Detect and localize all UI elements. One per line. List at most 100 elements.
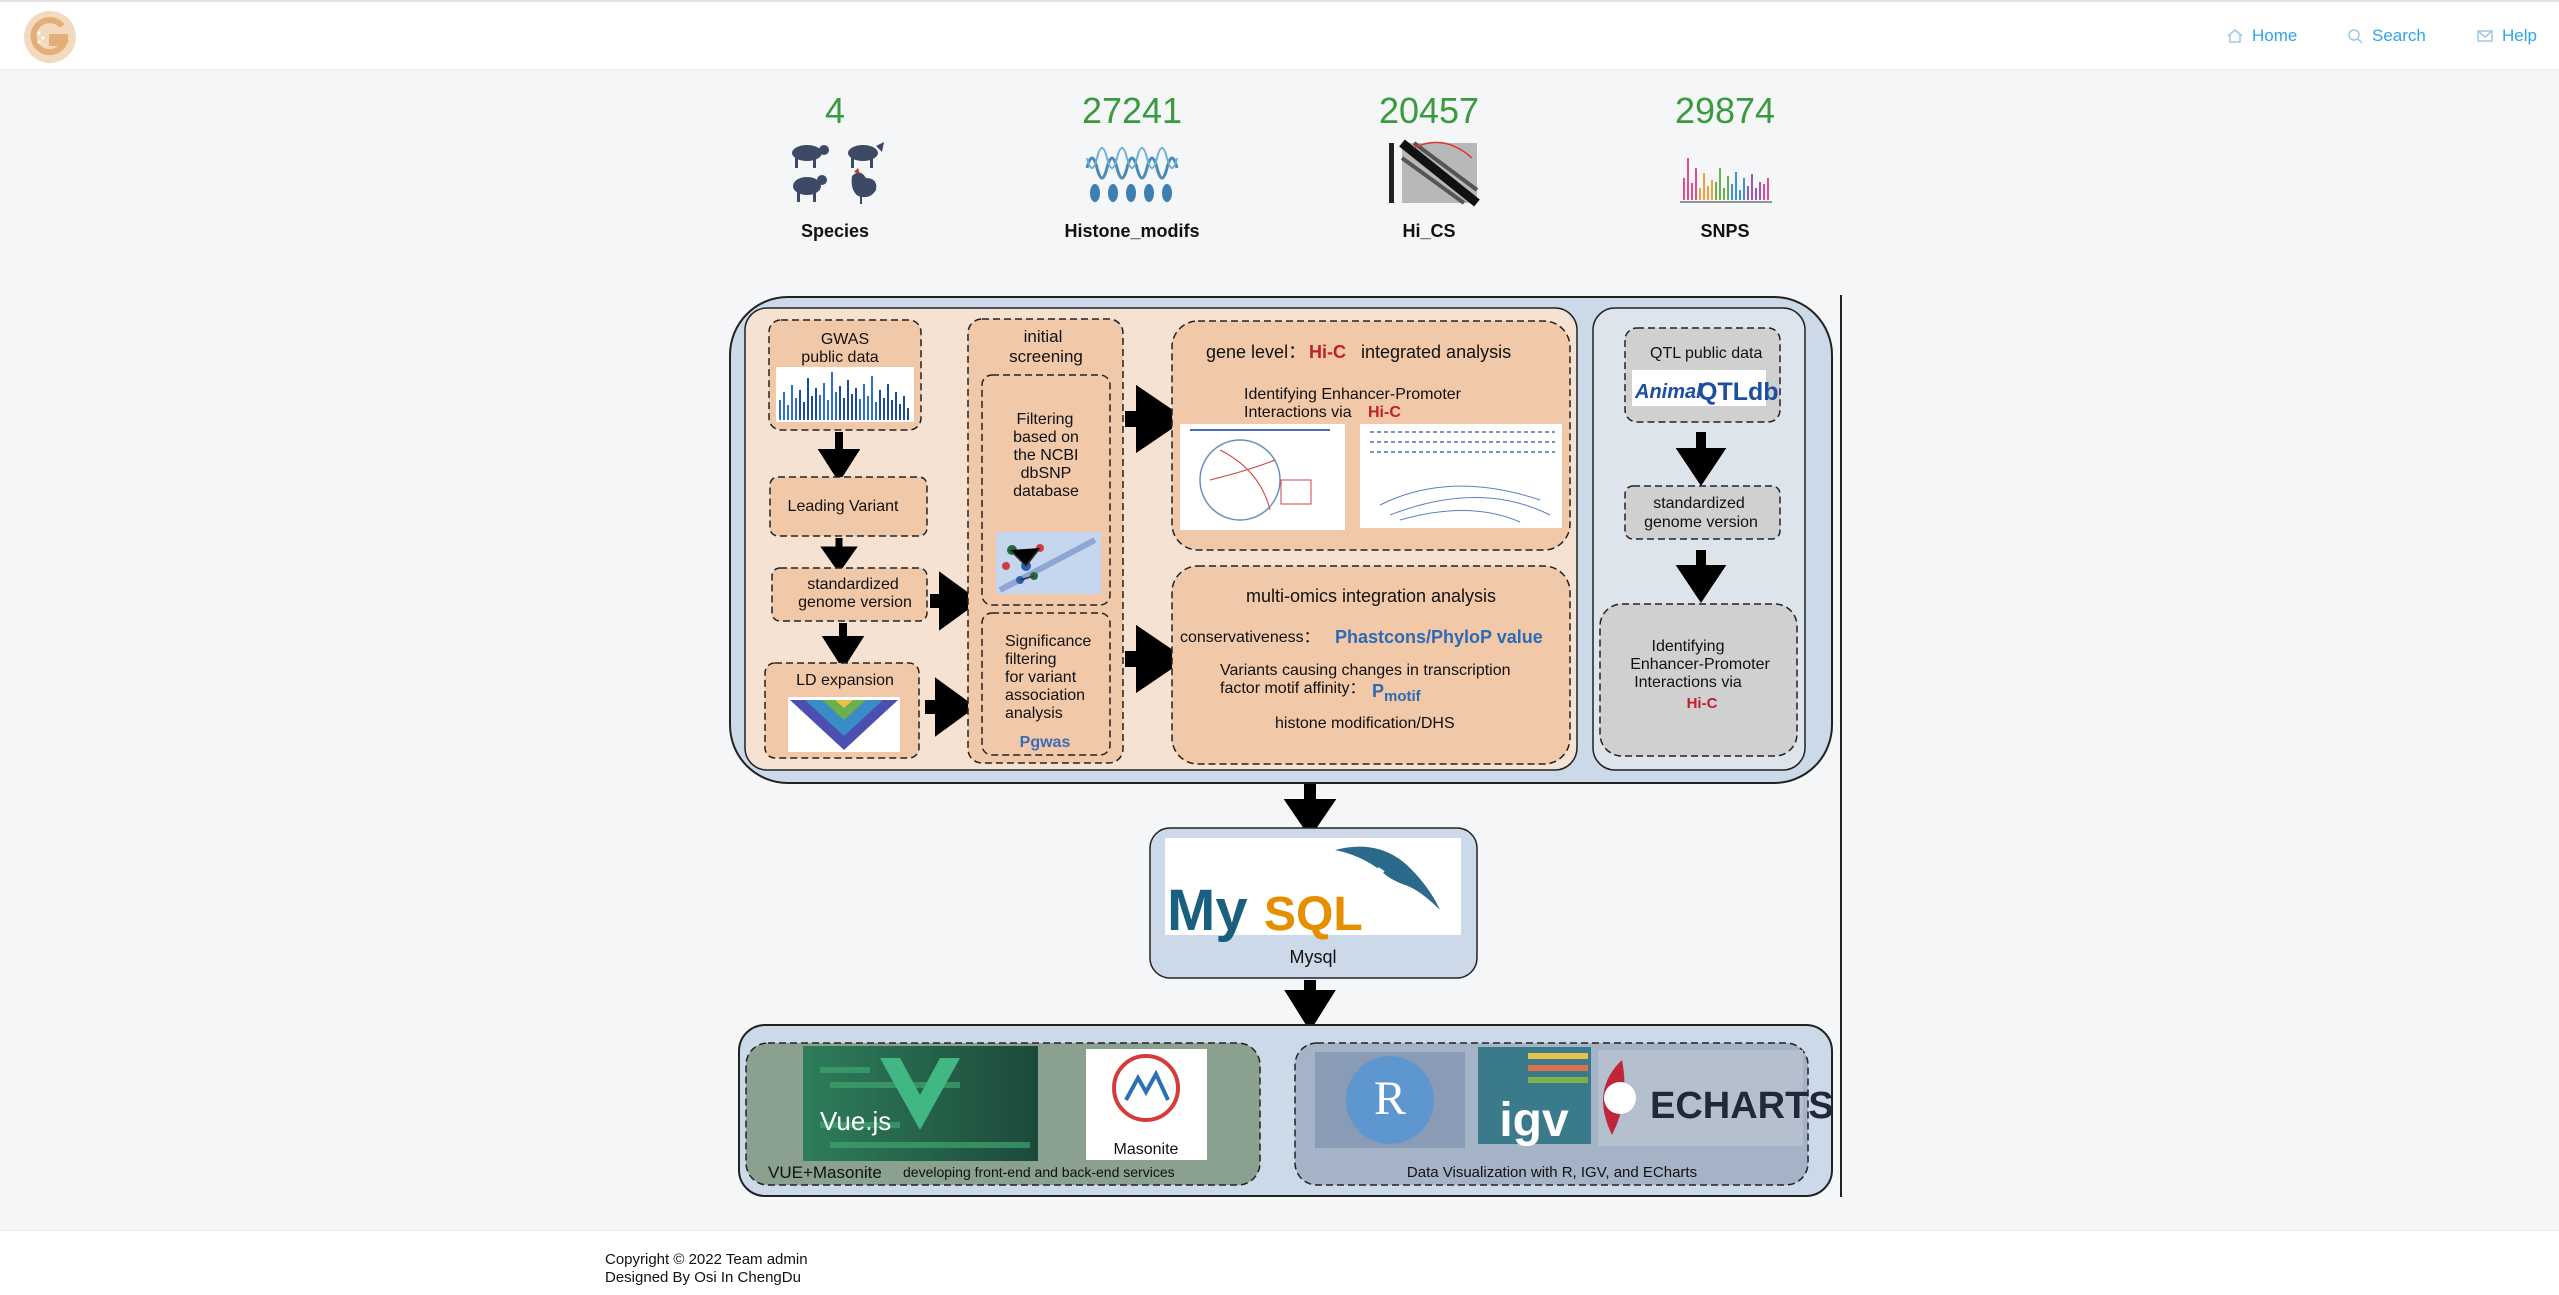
multi-omics-title: multi-omics integration analysis: [1246, 586, 1496, 606]
nav-home[interactable]: Home: [2226, 24, 2297, 48]
initial-screening-line1: initial: [1024, 327, 1063, 346]
vuejs-logo: Vue.js: [803, 1046, 1038, 1161]
interaction-arcs-icon: [1360, 424, 1562, 528]
stat-species-label: Species: [800, 221, 870, 241]
dbsnp-filter-line4: dbSNP: [1021, 465, 1072, 482]
animal-qtldb-logo: Animal QTLdb: [1632, 370, 1779, 406]
standardized-line1: standardized: [807, 576, 899, 593]
qtl-ep-box: [1599, 603, 1798, 757]
mysql-logo: My SQL: [1165, 838, 1461, 943]
significance-line4: association: [1005, 687, 1085, 704]
arrow-right: [930, 571, 980, 631]
stat-histone-value: 27241: [1081, 90, 1183, 131]
circos-plot-icon: [1180, 424, 1345, 530]
qtl-public-data-label: QTL public data: [1650, 345, 1762, 362]
stat-histone[interactable]: 27241 Histone_modifs: [1012, 88, 1252, 242]
conservativeness-label: conservativeness：: [1180, 629, 1320, 646]
igv-logo-text: igv: [1499, 1094, 1569, 1147]
echarts-logo: ECHARTS: [1598, 1050, 1834, 1146]
significance-line1: Significance: [1005, 633, 1091, 650]
motif-line2: factor motif affinity：: [1220, 680, 1366, 697]
multi-omics-box: [1171, 565, 1571, 765]
qtl-standardized-line2: genome version: [1644, 514, 1758, 531]
footer-copyright: Copyright © 2022 Team admin: [605, 1251, 808, 1268]
arrow-down: [821, 623, 865, 670]
mail-icon: [2477, 30, 2493, 42]
stat-histone-label: Histone_modifs: [1064, 221, 1200, 241]
nav-search[interactable]: Search: [2346, 24, 2426, 48]
nav-help[interactable]: Help: [2476, 24, 2537, 48]
vue-masonite-label: VUE+Masonite: [768, 1163, 882, 1182]
p-motif-subscript: motif: [1384, 688, 1422, 705]
leading-variant-box: [769, 476, 928, 537]
initial-screening-line2: screening: [1009, 347, 1083, 366]
integrated-analysis-label: integrated analysis: [1361, 342, 1511, 362]
stat-snps-value: 29874: [1674, 90, 1776, 131]
page-footer: Copyright © 2022 Team admin Designed By …: [0, 1230, 2559, 1295]
stat-hic-value: 20457: [1378, 90, 1480, 131]
hic-heatmap-icon: [1389, 139, 1480, 207]
mysql-my-text: My: [1167, 878, 1248, 943]
standardized-line2: genome version: [798, 594, 912, 611]
dbsnp-filter-line1: Filtering: [1017, 411, 1074, 428]
livestock-icon: [792, 142, 884, 204]
mysql-label: Mysql: [1289, 947, 1336, 967]
qtl-ep-line2: Enhancer-Promoter: [1630, 656, 1770, 673]
significance-line2: filtering: [1005, 651, 1057, 668]
hic-highlight: Hi-C: [1687, 695, 1718, 712]
stat-species[interactable]: 4 Species: [715, 88, 955, 242]
hic-highlight: Hi-C: [1368, 404, 1401, 421]
igv-logo: igv: [1478, 1047, 1591, 1147]
ep-interaction-line1: Identifying Enhancer-Promoter: [1244, 386, 1462, 403]
data-viz-caption: Data Visualization with R, IGV, and ECha…: [1407, 1164, 1697, 1181]
stat-snps-label: SNPS: [1700, 221, 1750, 241]
workflow-diagram: GWAS public data Leading Variant standar…: [729, 296, 1834, 1197]
footer-designed-by: Designed By Osi In ChengDu: [605, 1269, 801, 1286]
standardized-box: [771, 567, 928, 622]
animal-logo-text: Animal: [1634, 381, 1702, 403]
stat-species-value: 4: [824, 90, 846, 131]
qtl-standardized-line1: standardized: [1653, 495, 1745, 512]
dbsnp-filter-line3: the NCBI: [1014, 447, 1079, 464]
vertical-divider: [1840, 295, 1842, 1197]
arrow-down: [1284, 980, 1336, 1032]
stat-hic[interactable]: 20457 Hi_CS: [1309, 88, 1549, 242]
echarts-logo-text: ECHARTS: [1650, 1085, 1834, 1127]
stat-hic-label: Hi_CS: [1402, 221, 1456, 241]
significance-line5: analysis: [1005, 705, 1063, 722]
qtl-ep-line3: Interactions via: [1634, 674, 1742, 691]
pgwas-label: Pgwas: [1020, 734, 1071, 751]
manhattan-plot-icon: [776, 367, 914, 422]
leading-variant-label: Leading Variant: [788, 498, 899, 515]
phastcons-label: Phastcons/PhyloP value: [1335, 627, 1543, 647]
nav-help-label: Help: [2502, 26, 2537, 45]
qtl-ep-line1: Identifying: [1652, 638, 1725, 655]
snp-chart-icon: [1680, 158, 1772, 203]
masonite-logo: Masonite: [1086, 1049, 1207, 1160]
arrow-down: [820, 538, 858, 574]
significance-line3: for variant: [1005, 669, 1077, 686]
r-logo: R: [1315, 1052, 1465, 1148]
stat-snps[interactable]: 29874 SNPS: [1605, 88, 1845, 242]
arrow-right: [925, 677, 976, 737]
nav-search-label: Search: [2372, 26, 2426, 45]
r-logo-text: R: [1374, 1072, 1406, 1125]
arrow-down: [817, 432, 861, 483]
arrow-right: [1125, 384, 1187, 454]
nav-home-label: Home: [2252, 26, 2298, 45]
motif-line1: Variants causing changes in transcriptio…: [1220, 662, 1511, 679]
vue-masonite-caption: developing front-end and back-end servic…: [903, 1164, 1175, 1180]
top-header: Home Search Help: [0, 0, 2559, 70]
histone-dhs-label: histone modification/DHS: [1275, 715, 1455, 732]
gene-level-prefix: gene level：: [1206, 342, 1306, 362]
significance-filter-box: [981, 612, 1111, 756]
g-logo-icon[interactable]: [22, 9, 78, 65]
arrow-down: [1283, 784, 1337, 838]
dbsnp-filter-line5: database: [1013, 483, 1079, 500]
dbsnp-filter-line2: based on: [1013, 429, 1079, 446]
p-motif-letter: P: [1372, 681, 1384, 701]
masonite-text: Masonite: [1114, 1141, 1179, 1158]
dna-molecule-icon: [996, 532, 1101, 594]
qtl-standardized-box: [1624, 485, 1781, 540]
gwas-title: GWAS: [821, 331, 869, 348]
